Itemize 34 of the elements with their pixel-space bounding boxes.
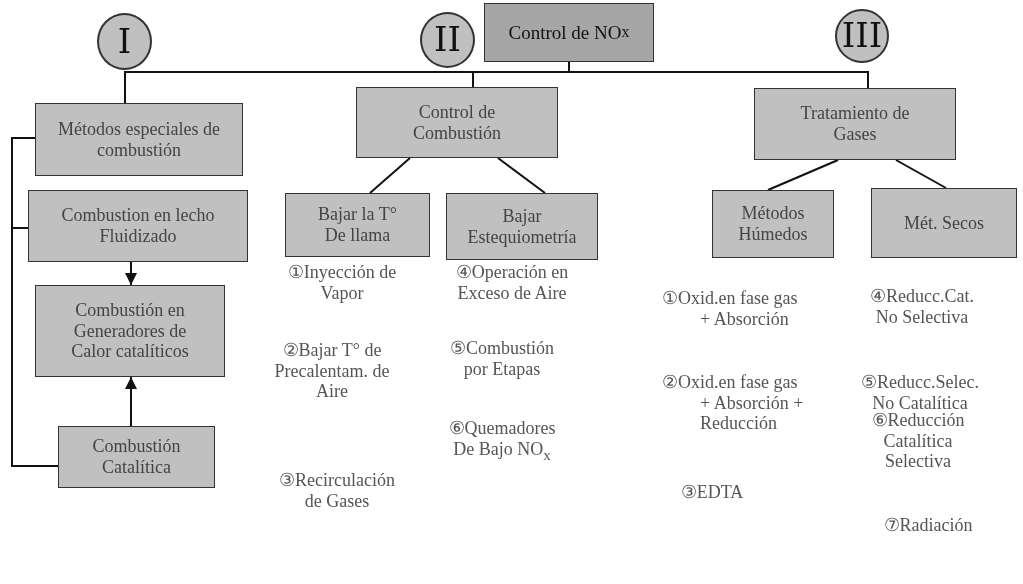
category-box: Métodos Húmedos (712, 190, 834, 258)
category-box: Métodos especiales de combustión (35, 103, 243, 176)
connector-line (497, 157, 546, 194)
category-box: Combustión en Generadores de Calor catalíticos (35, 285, 225, 377)
method-item: ⑥Reducción Catalítica Selectiva (870, 410, 966, 473)
method-item: ①Oxid.en fase gas + Absorción (662, 288, 799, 330)
connector-line (895, 159, 947, 189)
numeral-circle: I (97, 13, 152, 70)
connector-line (568, 61, 869, 89)
numeral-circle: II (420, 12, 475, 68)
category-box: Combustion en lecho Fluidizado (28, 190, 248, 262)
category-box: Bajar Estequiometría (446, 193, 598, 260)
method-item: ②Oxid.en fase gas + Absorción + Reducción (662, 372, 805, 435)
method-item: ⑤Reducc.Selec. No Catalítica (860, 372, 980, 413)
method-item: ④Operación en Exceso de Aire (454, 262, 570, 304)
connector-line (767, 159, 839, 191)
connector-line (369, 157, 411, 194)
method-item: ③Recirculación de Gases (278, 470, 396, 512)
arrow (125, 376, 137, 427)
method-item: ①Inyección de Vapor (286, 262, 398, 304)
numeral-circle: III (835, 9, 889, 63)
category-box: Combustión Catalítica (58, 426, 215, 488)
connector-line (11, 137, 59, 467)
method-item: ④Reducc.Cat. No Selectiva (869, 286, 975, 328)
category-box: Mét. Secos (871, 188, 1017, 258)
category-box: Bajar la T° De llama (285, 193, 430, 257)
method-item: ③EDTA (679, 482, 745, 503)
category-box: Control de Combustión (356, 87, 558, 158)
category-box: Tratamiento de Gases (754, 88, 956, 160)
method-item: ⑤Combustión por Etapas (449, 338, 555, 380)
arrow (125, 261, 137, 286)
method-item: ⑦Radiación (882, 515, 974, 536)
method-item: ⑥Quemadores De Bajo NO$_{x}$ (447, 418, 557, 464)
method-item: ②Bajar T° de Precalentam. de Aire (273, 340, 391, 403)
